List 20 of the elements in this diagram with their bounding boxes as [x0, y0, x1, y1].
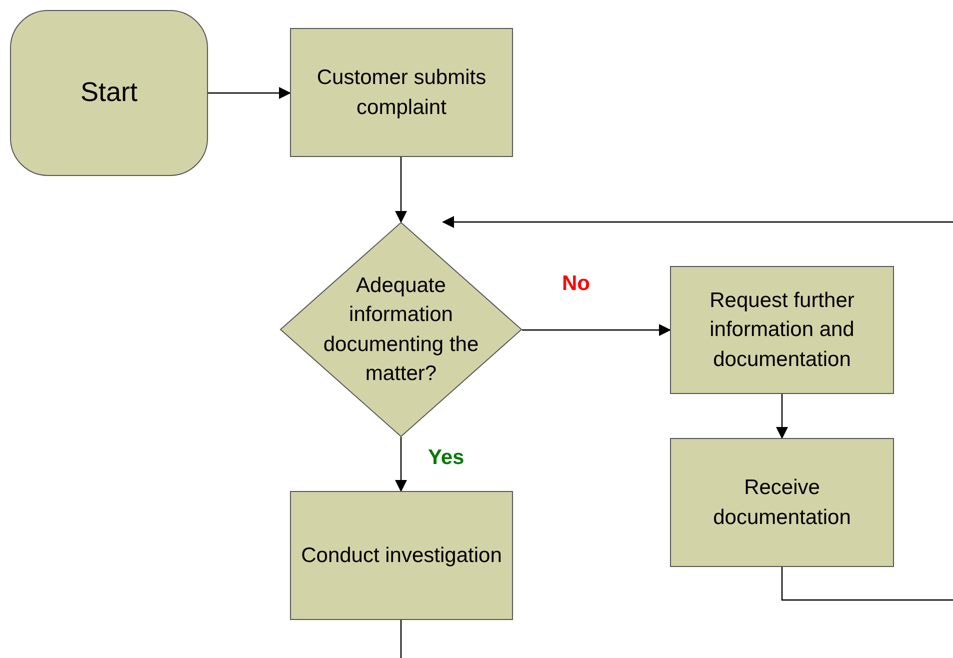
arrow — [395, 157, 407, 223]
connector-line — [400, 620, 402, 658]
arrow — [442, 216, 953, 228]
arrow — [776, 394, 788, 439]
process-box — [290, 491, 513, 620]
node-text: Customer submits complaint — [316, 65, 488, 120]
node-text: Adequate information documenting the matter? — [322, 272, 480, 387]
node-text: Receive documentation — [712, 475, 852, 530]
decision-diamond — [280, 222, 522, 437]
node-text: Request further information and documentation — [708, 288, 856, 373]
process-box — [670, 438, 894, 567]
node-text: Start — [80, 76, 138, 110]
arrow — [208, 87, 291, 99]
arrow — [395, 437, 407, 492]
node-text: Conduct investigation — [301, 542, 502, 569]
arrow — [522, 324, 671, 336]
terminal-box — [10, 10, 208, 176]
connector-line — [781, 567, 953, 601]
process-box — [670, 266, 894, 394]
process-box — [290, 28, 513, 157]
